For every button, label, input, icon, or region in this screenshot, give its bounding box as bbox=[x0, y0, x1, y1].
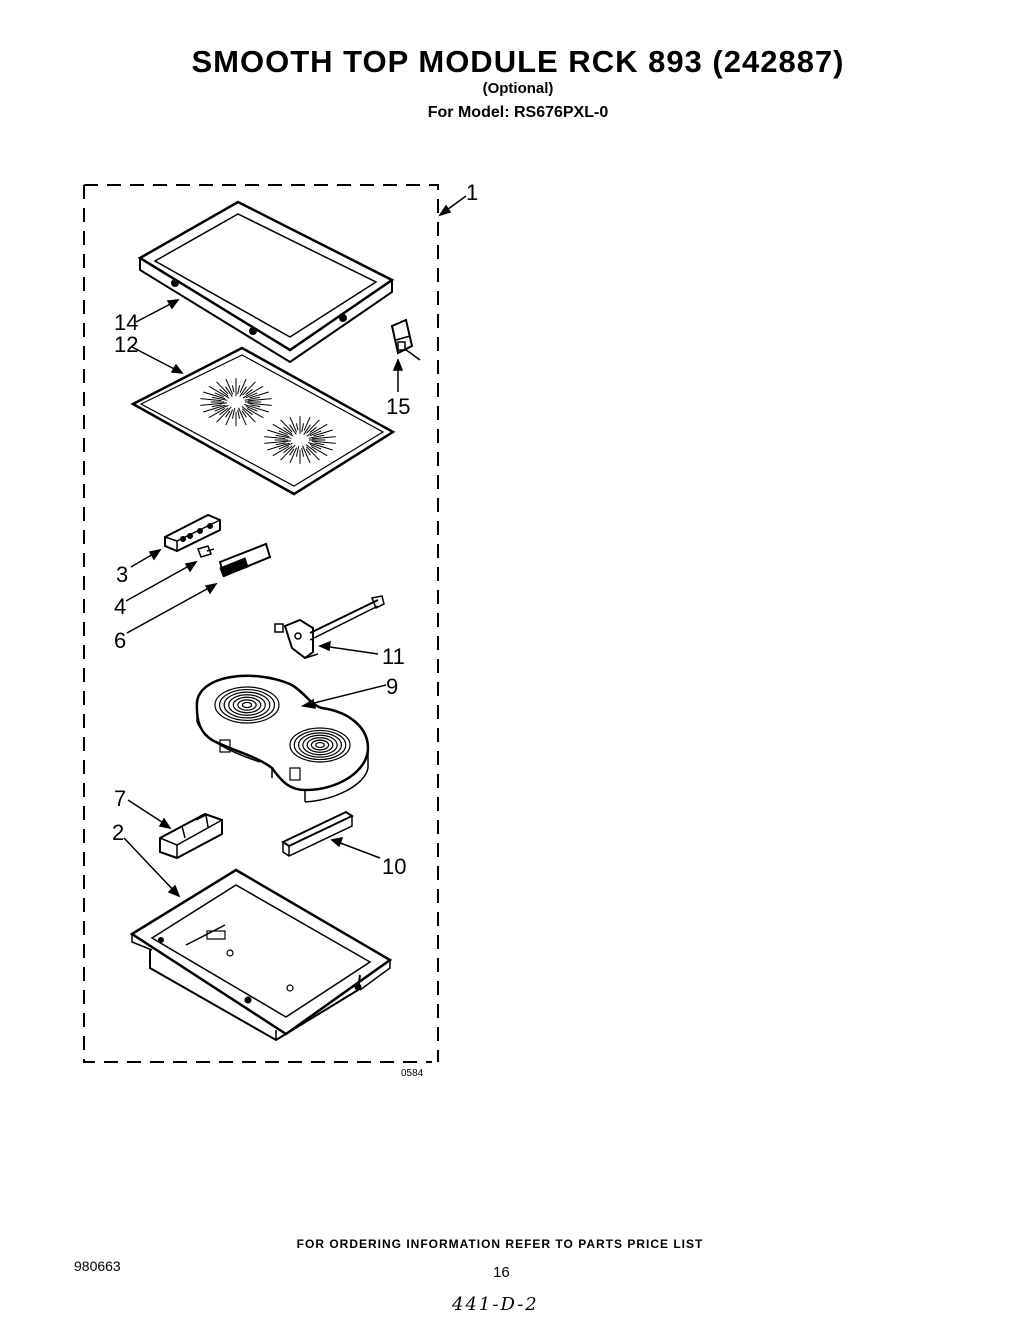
terminal-block-part-3 bbox=[164, 513, 221, 553]
document-number: 980663 bbox=[74, 1258, 121, 1274]
callout-3: 3 bbox=[116, 562, 128, 587]
callout-15: 15 bbox=[386, 394, 410, 419]
assembly-boundary-top bbox=[84, 184, 439, 1062]
trim-frame-part-14 bbox=[137, 200, 395, 364]
optional-label: (Optional) bbox=[482, 80, 554, 97]
screw-part-4 bbox=[197, 545, 215, 558]
bracket-part-7 bbox=[159, 812, 223, 860]
callout-6: 6 bbox=[114, 628, 126, 653]
housing-pan-part-2 bbox=[129, 868, 393, 1042]
callout-11: 11 bbox=[382, 644, 405, 669]
glass-cooktop-part-12 bbox=[130, 346, 396, 496]
callout-2: 2 bbox=[112, 820, 124, 845]
assembly-boundary bbox=[83, 185, 432, 1063]
callout-14: 14 bbox=[114, 310, 138, 335]
channel-part-10 bbox=[280, 810, 355, 857]
page-number: 16 bbox=[493, 1264, 510, 1281]
heating-element-part-9 bbox=[195, 674, 370, 803]
handwritten-note: 441-D-2 bbox=[452, 1294, 539, 1315]
label-part-6 bbox=[218, 542, 272, 578]
callout-1: 1 bbox=[466, 180, 478, 205]
callout-9: 9 bbox=[386, 674, 398, 699]
model-line: For Model: RS676PXL-0 bbox=[427, 104, 609, 121]
figure-code: 0584 bbox=[401, 1068, 424, 1079]
callout-7: 7 bbox=[114, 786, 126, 811]
callout-10: 10 bbox=[382, 854, 406, 879]
page-title: SMOOTH TOP MODULE RCK 893 (242887) bbox=[191, 44, 845, 79]
limiter-part-11 bbox=[274, 595, 385, 660]
callout-12: 12 bbox=[114, 332, 138, 357]
ordering-note: FOR ORDERING INFORMATION REFER TO PARTS … bbox=[296, 1237, 704, 1251]
clip-part-15 bbox=[390, 318, 421, 361]
callout-4: 4 bbox=[114, 594, 126, 619]
leader-lines bbox=[123, 195, 467, 898]
